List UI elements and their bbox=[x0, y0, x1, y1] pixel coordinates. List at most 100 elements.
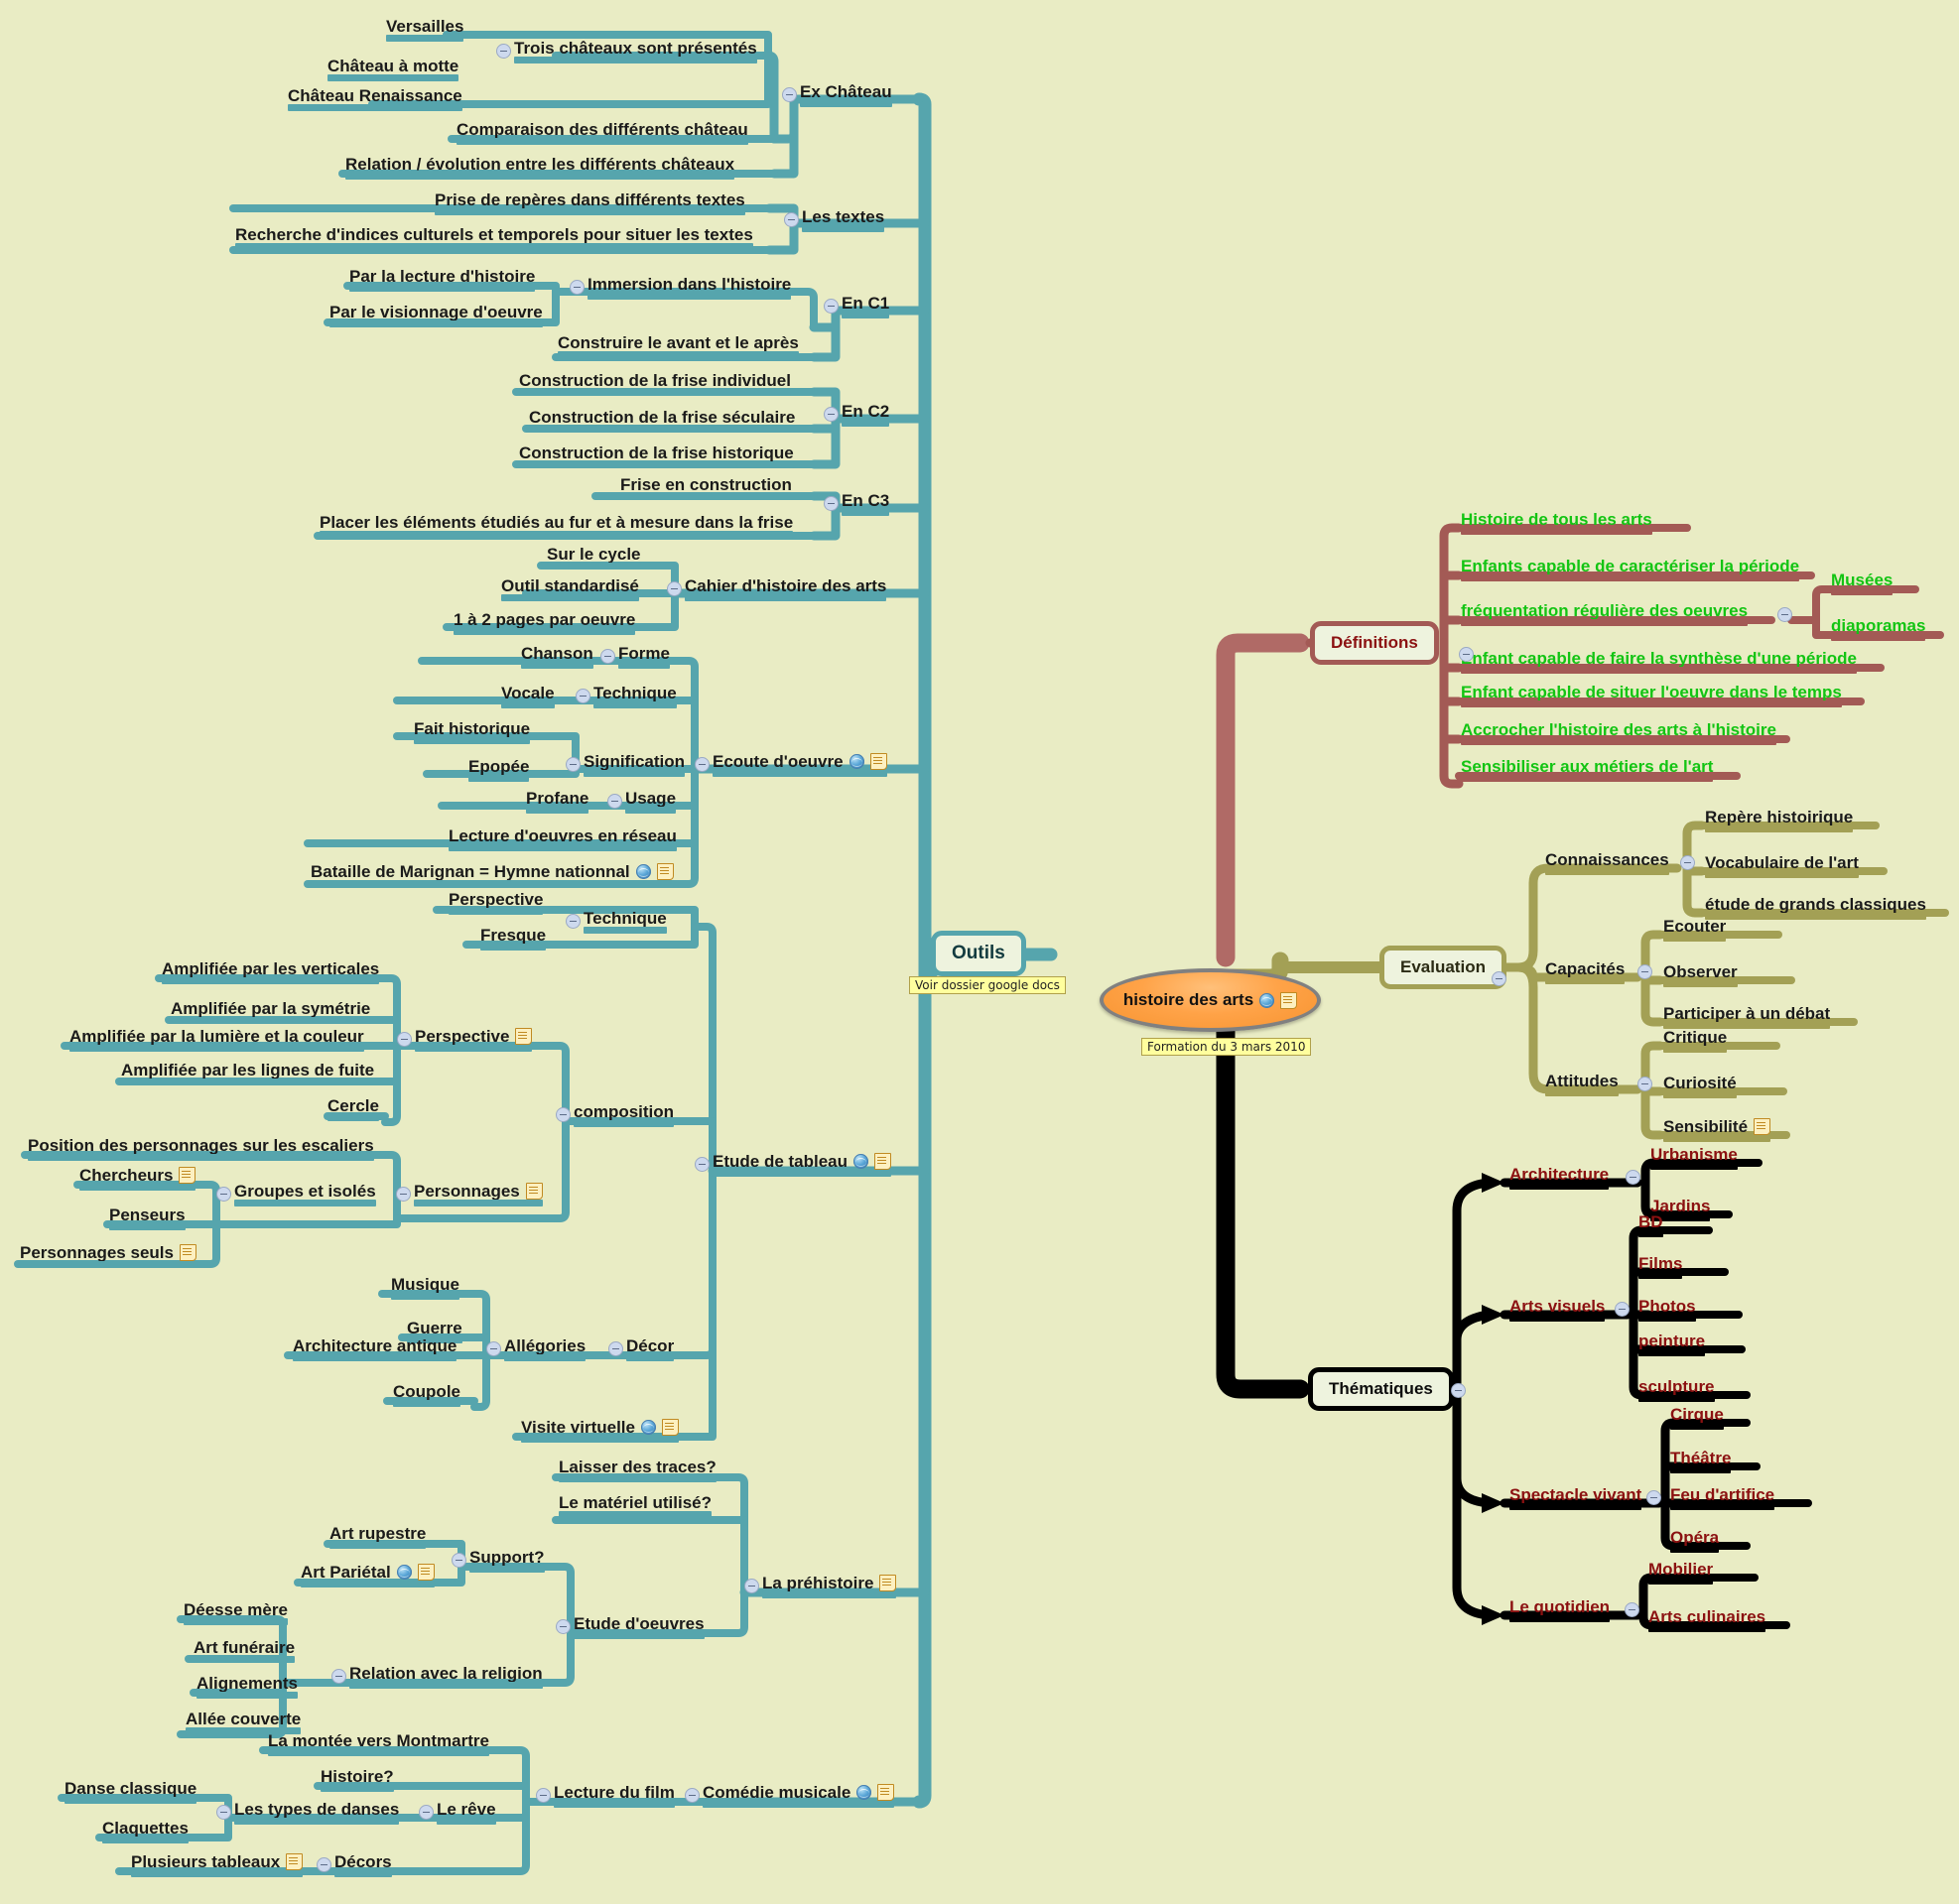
note-icon[interactable] bbox=[179, 1167, 196, 1184]
globe-icon[interactable] bbox=[635, 864, 651, 879]
node-par-visionnage[interactable]: Par le visionnage d'oeuvre bbox=[329, 303, 543, 327]
collapse-toggle[interactable] bbox=[570, 280, 585, 295]
node-perspective-comp[interactable]: Perspective bbox=[415, 1028, 533, 1052]
node-frise-en-construction[interactable]: Frise en construction bbox=[620, 475, 792, 500]
note-icon[interactable] bbox=[874, 1153, 892, 1170]
collapse-toggle[interactable] bbox=[556, 1619, 571, 1634]
node-claquettes[interactable]: Claquettes bbox=[102, 1819, 189, 1843]
node-penseurs[interactable]: Penseurs bbox=[109, 1206, 186, 1230]
node-grands-classiques[interactable]: étude de grands classiques bbox=[1705, 895, 1926, 920]
collapse-toggle[interactable] bbox=[1777, 607, 1792, 622]
collapse-toggle[interactable] bbox=[536, 1788, 551, 1803]
node-synthese-periode[interactable]: Enfant capable de faire la synthèse d'un… bbox=[1461, 649, 1857, 674]
node-sensibiliser-metiers[interactable]: Sensibiliser aux métiers de l'art bbox=[1461, 757, 1714, 782]
collapse-toggle[interactable] bbox=[397, 1032, 412, 1047]
collapse-toggle[interactable] bbox=[667, 581, 682, 596]
collapse-toggle[interactable] bbox=[1637, 964, 1652, 979]
node-signification[interactable]: Signification bbox=[584, 752, 685, 777]
collapse-toggle[interactable] bbox=[1625, 1602, 1639, 1617]
branch-outils[interactable]: Outils bbox=[931, 931, 1026, 976]
node-spectacle-vivant[interactable]: Spectacle vivant bbox=[1509, 1485, 1642, 1510]
note-icon[interactable] bbox=[417, 1564, 435, 1581]
node-cahier-histoire-arts[interactable]: Cahier d'histoire des arts bbox=[685, 576, 887, 601]
globe-icon[interactable] bbox=[856, 1785, 872, 1800]
collapse-toggle[interactable] bbox=[566, 757, 581, 772]
globe-icon[interactable] bbox=[1259, 992, 1275, 1008]
collapse-toggle[interactable] bbox=[608, 1341, 623, 1356]
node-technique-ecoute[interactable]: Technique bbox=[593, 684, 677, 708]
node-personnages[interactable]: Personnages bbox=[414, 1183, 543, 1206]
node-feu-artifice[interactable]: Feu d'artifice bbox=[1670, 1485, 1775, 1510]
collapse-toggle[interactable] bbox=[1626, 1170, 1640, 1185]
central-node[interactable]: histoire des arts bbox=[1100, 968, 1321, 1032]
node-cirque[interactable]: Cirque bbox=[1670, 1405, 1724, 1430]
collapse-toggle[interactable] bbox=[216, 1805, 231, 1820]
node-chateau-motte[interactable]: Château à motte bbox=[327, 57, 459, 81]
note-icon[interactable] bbox=[515, 1028, 533, 1045]
note-icon[interactable] bbox=[877, 1784, 895, 1801]
node-1-2-pages[interactable]: 1 à 2 pages par oeuvre bbox=[454, 610, 636, 635]
node-vocale[interactable]: Vocale bbox=[501, 684, 555, 708]
collapse-toggle[interactable] bbox=[396, 1187, 411, 1202]
node-peinture[interactable]: peinture bbox=[1638, 1332, 1706, 1356]
node-immersion-histoire[interactable]: Immersion dans l'histoire bbox=[588, 275, 792, 300]
node-opera[interactable]: Opéra bbox=[1670, 1528, 1720, 1553]
node-la-prehistoire[interactable]: La préhistoire bbox=[762, 1575, 897, 1598]
collapse-toggle[interactable] bbox=[1615, 1302, 1630, 1317]
node-critique[interactable]: Critique bbox=[1663, 1028, 1728, 1053]
node-bd[interactable]: BD bbox=[1638, 1212, 1663, 1237]
node-epopee[interactable]: Epopée bbox=[468, 757, 530, 782]
note-icon[interactable] bbox=[879, 1575, 897, 1591]
node-materiel-utilise[interactable]: Le matériel utilisé? bbox=[559, 1493, 712, 1518]
collapse-toggle[interactable] bbox=[331, 1669, 346, 1684]
node-frise-individuel[interactable]: Construction de la frise individuel bbox=[519, 371, 791, 396]
node-art-funeraire[interactable]: Art funéraire bbox=[194, 1638, 296, 1663]
note-icon[interactable] bbox=[1754, 1118, 1771, 1135]
collapse-toggle[interactable] bbox=[419, 1805, 434, 1820]
note-icon[interactable] bbox=[286, 1853, 304, 1870]
collapse-toggle[interactable] bbox=[1459, 647, 1474, 662]
node-amplifiee-verticales[interactable]: Amplifiée par les verticales bbox=[162, 959, 380, 984]
node-par-lecture-histoire[interactable]: Par la lecture d'histoire bbox=[349, 267, 536, 292]
node-deesse-mere[interactable]: Déesse mère bbox=[184, 1600, 288, 1625]
collapse-toggle[interactable] bbox=[695, 757, 710, 772]
node-en-c3[interactable]: En C3 bbox=[842, 491, 890, 516]
collapse-toggle[interactable] bbox=[1492, 971, 1506, 986]
branch-thematiques[interactable]: Thématiques bbox=[1308, 1367, 1454, 1411]
node-repere-histoirique[interactable]: Repère histoirique bbox=[1705, 808, 1854, 832]
collapse-toggle[interactable] bbox=[556, 1107, 571, 1122]
node-arts-visuels[interactable]: Arts visuels bbox=[1509, 1297, 1606, 1322]
node-groupes-isoles[interactable]: Groupes et isolés bbox=[234, 1182, 376, 1206]
collapse-toggle[interactable] bbox=[486, 1341, 501, 1356]
node-lecture-du-film[interactable]: Lecture du film bbox=[554, 1783, 675, 1808]
collapse-toggle[interactable] bbox=[782, 87, 797, 102]
node-attitudes[interactable]: Attitudes bbox=[1545, 1072, 1619, 1096]
node-guerre[interactable]: Guerre bbox=[407, 1319, 462, 1343]
node-frise-seculaire[interactable]: Construction de la frise séculaire bbox=[529, 408, 796, 433]
node-cercle[interactable]: Cercle bbox=[327, 1096, 379, 1121]
node-placer-elements[interactable]: Placer les éléments étudiés au fur et à … bbox=[320, 513, 794, 538]
node-amplifiee-lumiere[interactable]: Amplifiée par la lumière et la couleur bbox=[69, 1027, 364, 1052]
node-frise-historique[interactable]: Construction de la frise historique bbox=[519, 444, 794, 468]
node-accrocher-histoire[interactable]: Accrocher l'histoire des arts à l'histoi… bbox=[1461, 720, 1776, 745]
node-vocabulaire-art[interactable]: Vocabulaire de l'art bbox=[1705, 853, 1859, 878]
collapse-toggle[interactable] bbox=[824, 407, 839, 422]
node-comedie-musicale[interactable]: Comédie musicale bbox=[703, 1784, 895, 1808]
node-ecouter[interactable]: Ecouter bbox=[1663, 917, 1727, 942]
globe-icon[interactable] bbox=[640, 1420, 656, 1435]
collapse-toggle[interactable] bbox=[1451, 1383, 1466, 1398]
node-perspective-tech[interactable]: Perspective bbox=[449, 890, 544, 915]
node-technique-tableau[interactable]: Technique bbox=[584, 909, 667, 934]
branch-definitions[interactable]: Définitions bbox=[1310, 621, 1439, 665]
node-histoire-tous-arts[interactable]: Histoire de tous les arts bbox=[1461, 510, 1652, 535]
node-trois-chateaux[interactable]: Trois châteaux sont présentés bbox=[514, 39, 757, 63]
note-icon[interactable] bbox=[179, 1244, 196, 1261]
node-musees[interactable]: Musées bbox=[1831, 571, 1894, 595]
node-lecture-reseau[interactable]: Lecture d'oeuvres en réseau bbox=[449, 826, 677, 851]
note-icon[interactable] bbox=[661, 1419, 679, 1436]
collapse-toggle[interactable] bbox=[576, 689, 590, 703]
node-visite-virtuelle[interactable]: Visite virtuelle bbox=[521, 1419, 679, 1443]
node-prise-reperes[interactable]: Prise de repères dans différents textes bbox=[435, 190, 745, 215]
globe-icon[interactable] bbox=[849, 754, 864, 769]
node-jardins[interactable]: Jardins bbox=[1650, 1197, 1711, 1221]
